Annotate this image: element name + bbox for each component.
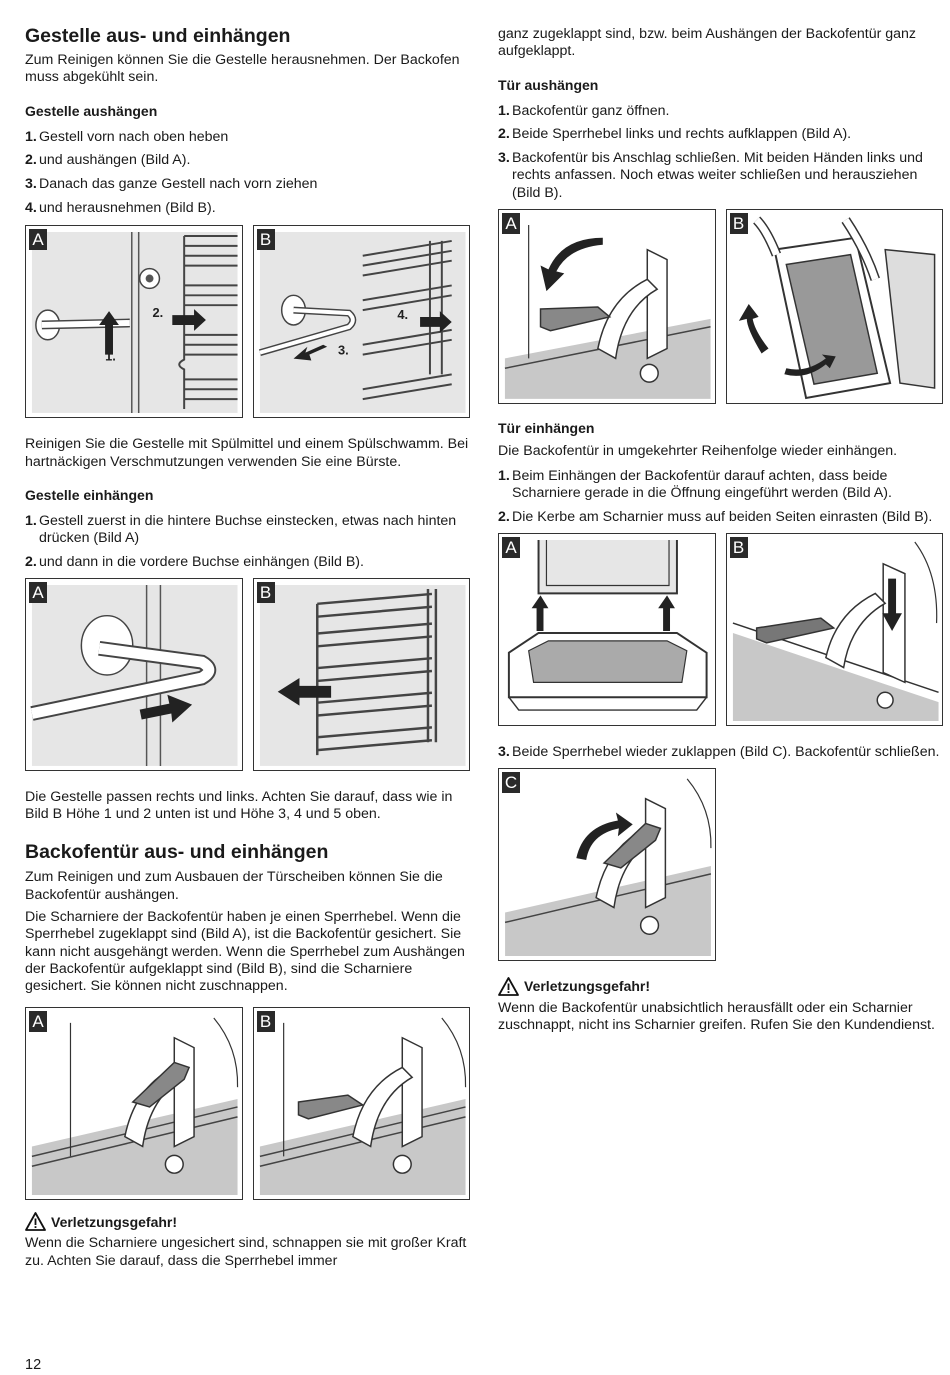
list-item: 1.Gestell zuerst in die hintere Buchse e… — [25, 512, 457, 547]
warning-heading: Verletzungsgefahr! — [498, 976, 943, 996]
list-item: 2.Die Kerbe am Scharnier muss auf beiden… — [498, 508, 933, 525]
hinge-lever-open-illustration — [259, 1018, 466, 1196]
step-label: 1. — [105, 349, 116, 364]
list-item: 2.Beide Sperrhebel links und rechts aufk… — [498, 126, 852, 143]
heading-racks-insert: Gestelle einhängen — [25, 486, 154, 503]
page-number: 12 — [25, 1357, 42, 1373]
figure-panel-c: C — [498, 767, 716, 961]
warning-heading: Verletzungsgefahr! — [25, 1212, 470, 1232]
rack-insert-front-illustration — [259, 584, 466, 766]
figure-racks-insert: A B — [25, 577, 470, 771]
figure-door-insert: A B — [498, 532, 943, 726]
door-intro: Zum Reinigen und zum Ausbauen der Türsch… — [25, 869, 443, 903]
step-label: 3. — [338, 343, 349, 358]
section-title-racks: Gestelle aus- und einhängen — [25, 25, 291, 47]
figure-panel-a: A 1. 2. — [25, 225, 243, 419]
figure-panel-b: B — [725, 208, 943, 404]
figure-panel-a: A — [498, 532, 716, 726]
figure-label: B — [729, 212, 748, 234]
figure-label: A — [502, 212, 520, 234]
door-insert-steps: 1.Beim Einhängen der Backofentür darauf … — [498, 468, 943, 526]
figure-label: A — [29, 1011, 47, 1033]
right-column: ganz zugeklappt sind, bzw. beim Aushänge… — [498, 0, 943, 1034]
left-column: Gestelle aus- und einhängen Zum Reinigen… — [25, 0, 470, 1270]
racks-intro: Zum Reinigen können Sie die Gestelle her… — [25, 52, 460, 86]
figure-panel-a: A — [25, 577, 243, 771]
heading-door-remove: Tür aushängen — [498, 76, 599, 93]
hinge-notch-illustration — [732, 541, 939, 721]
rack-pull-illustration: 3. 4. — [258, 232, 466, 414]
figure-door-remove: A B — [498, 208, 943, 404]
list-item: 3.Danach das ganze Gestell nach vorn zie… — [25, 176, 318, 193]
figure-label: B — [729, 536, 748, 558]
continued-text: ganz zugeklappt sind, bzw. beim Aushänge… — [498, 26, 917, 60]
list-item: 1.Beim Einhängen der Backofentür darauf … — [498, 467, 892, 502]
door-insert-intro: Die Backofentür in umgekehrter Reihenfol… — [498, 442, 898, 459]
door-remove-steps: 1.Backofentür ganz öffnen. 2.Beide Sperr… — [498, 103, 943, 202]
figure-panel-b: B — [725, 532, 943, 726]
figure-label: B — [256, 229, 275, 251]
list-item: 1.Gestell vorn nach oben heben — [25, 128, 229, 145]
racks-insert-steps: 1.Gestell zuerst in die hintere Buchse e… — [25, 513, 470, 571]
figure-racks-remove: A 1. 2. — [25, 225, 470, 419]
rack-lift-illustration: 1. 2. — [31, 232, 238, 414]
warning-text: Wenn die Scharniere ungesichert sind, sc… — [25, 1235, 467, 1269]
warning-title: Verletzungsgefahr! — [524, 978, 651, 995]
figure-label: A — [29, 229, 47, 251]
warning-text: Wenn die Backofentür unabsichtlich herau… — [498, 999, 935, 1033]
figure-panel-a: A — [498, 208, 716, 404]
list-item: 4.und herausnehmen (Bild B). — [25, 199, 216, 216]
racks-remove-steps: 1.Gestell vorn nach oben heben 2.und aus… — [25, 129, 470, 218]
door-insert-step-3: 3.Beide Sperrhebel wieder zuklappen (Bil… — [498, 744, 943, 761]
lever-unlock-illustration — [504, 224, 711, 399]
list-item: 2.und dann in die vordere Buchse einhäng… — [25, 553, 364, 570]
heading-door-insert: Tür einhängen — [498, 419, 595, 436]
racks-fit-text: Die Gestelle passen rechts und links. Ac… — [25, 788, 453, 823]
warning-triangle-icon — [25, 1212, 46, 1232]
figure-panel-b: B — [252, 1007, 470, 1201]
warning-title: Verletzungsgefahr! — [51, 1213, 178, 1230]
step-label: 4. — [397, 307, 408, 322]
figure-label: A — [29, 581, 47, 603]
figure-label: C — [502, 771, 520, 793]
figure-lever-close: C — [498, 767, 943, 961]
figure-label: A — [502, 536, 520, 558]
figure-panel-a: A — [25, 1007, 243, 1201]
figure-panel-b: B — [252, 577, 470, 771]
door-lift-out-illustration — [732, 215, 939, 399]
list-item: 3.Beide Sperrhebel wieder zuklappen (Bil… — [498, 743, 940, 760]
lever-lock-illustration — [504, 778, 712, 956]
list-item: 2.und aushängen (Bild A). — [25, 152, 191, 169]
figure-label: B — [256, 1011, 275, 1033]
door-align-hinges-illustration — [504, 539, 711, 721]
hinge-lever-closed-illustration — [31, 1018, 239, 1196]
list-item: 1.Backofentür ganz öffnen. — [498, 102, 670, 119]
door-hinge-text: Die Scharniere der Backofentür haben je … — [25, 908, 465, 995]
figure-panel-b: B 3. 4. — [252, 225, 470, 419]
rack-insert-rear-illustration — [30, 584, 238, 766]
heading-racks-remove: Gestelle aushängen — [25, 102, 158, 119]
list-item: 3.Backofentür bis Anschlag schließen. Mi… — [498, 150, 923, 201]
figure-label: B — [256, 581, 275, 603]
step-label: 2. — [153, 305, 164, 320]
figure-hinge-levers: A B — [25, 1007, 470, 1201]
warning-triangle-icon — [498, 976, 519, 996]
section-title-door: Backofentür aus- und einhängen — [25, 841, 329, 864]
racks-clean-text: Reinigen Sie die Gestelle mit Spülmittel… — [25, 436, 469, 470]
